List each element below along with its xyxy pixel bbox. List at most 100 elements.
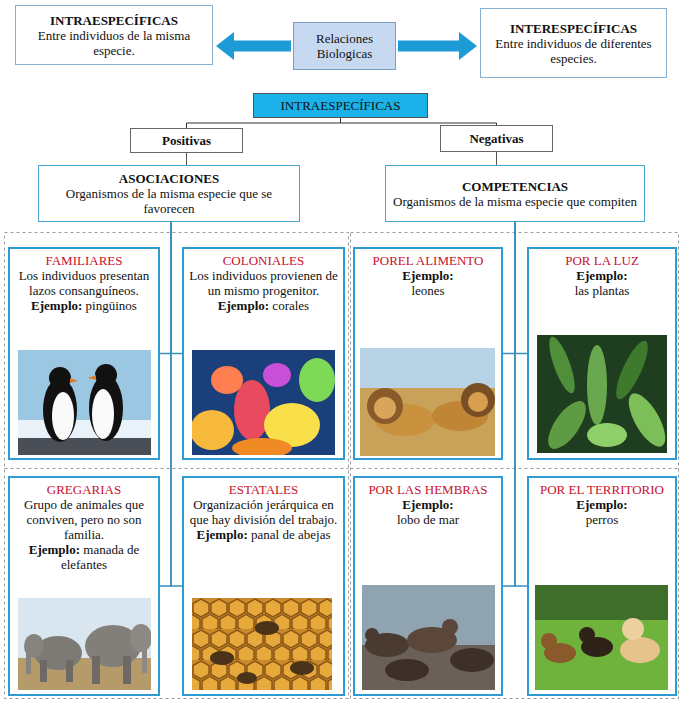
heading-text: COMPETENCIAS xyxy=(392,179,638,194)
example-value: pingüinos xyxy=(86,298,137,313)
block-arrow xyxy=(216,32,291,60)
relation-card: POR LA LUZEjemplo:las plantas xyxy=(527,247,677,460)
lion-photo xyxy=(360,348,495,456)
card-text: GREGARIASGrupo de animales que conviven,… xyxy=(15,482,153,572)
connector-path xyxy=(496,152,497,165)
connector-path xyxy=(503,222,515,586)
connector-path xyxy=(515,222,527,354)
coral-photo xyxy=(192,350,335,455)
elephant-photo xyxy=(18,598,151,690)
card-title: ESTATALES xyxy=(189,482,338,497)
example-value: perros xyxy=(534,512,670,527)
card-title: COLONIALES xyxy=(189,253,338,268)
heading-text: ASOCIACIONES xyxy=(45,171,293,186)
connector-path xyxy=(234,41,291,52)
card-title: POR EL TERRITORIO xyxy=(534,482,670,497)
branch-box: INTRAESPECÍFICAS xyxy=(253,93,428,118)
relation-card: COLONIALESLos individuos provienen de un… xyxy=(182,247,345,460)
example-row: Ejemplo:panal de abejas xyxy=(189,527,338,542)
card-title: POR LA LUZ xyxy=(534,253,670,268)
plants-photo xyxy=(537,335,667,453)
dogs-photo xyxy=(535,585,668,690)
example-label: Ejemplo: xyxy=(360,268,496,283)
card-body: Los individuos presentan lazos consanguí… xyxy=(15,268,153,298)
connector-line xyxy=(503,222,515,586)
honeycomb-photo xyxy=(192,598,332,690)
connector-path xyxy=(160,222,171,354)
connector-path xyxy=(160,222,171,586)
connector-line xyxy=(503,222,515,354)
block-arrow xyxy=(398,32,477,60)
group-box: COMPETENCIASOrganismos de la misma espec… xyxy=(385,165,645,222)
card-text: POREL ALIMENTOEjemplo:leones xyxy=(360,253,496,298)
connector-line xyxy=(171,222,182,354)
arrow-head xyxy=(216,32,234,60)
body-text: Entre individuos de la misma especie. xyxy=(22,28,206,58)
card-text: POR LA LUZEjemplo:las plantas xyxy=(534,253,670,298)
connector-path xyxy=(187,118,341,128)
card-text: POR LAS HEMBRASEjemplo:lobo de mar xyxy=(360,482,496,527)
arrow-head xyxy=(459,32,477,60)
card-title: POREL ALIMENTO xyxy=(360,253,496,268)
body-text: Organismos de la misma especie que compi… xyxy=(392,194,638,209)
card-body: Grupo de animales que conviven, pero no … xyxy=(15,497,153,542)
penguin-photo xyxy=(18,350,151,455)
example-label: Ejemplo: xyxy=(31,298,82,313)
sea-lion-photo xyxy=(362,585,495,690)
relation-card: POR LAS HEMBRASEjemplo:lobo de mar xyxy=(353,476,503,696)
relation-card: ESTATALESOrganización jerárquica en que … xyxy=(182,476,345,696)
example-row: Ejemplo: pingüinos xyxy=(15,298,153,313)
root-box: Relaciones Biologicas xyxy=(293,22,396,70)
group-box: ASOCIACIONESOrganismos de la misma espec… xyxy=(38,165,300,222)
example-label: Ejemplo: xyxy=(360,497,496,512)
connector-line xyxy=(515,222,527,354)
label-text: Positivas xyxy=(137,133,236,148)
connector-line xyxy=(341,118,497,125)
connector-path xyxy=(398,41,459,52)
example-row: Ejemplo:manada de elefantes xyxy=(15,542,153,572)
connector-path xyxy=(503,222,515,354)
card-body: Organización jerárquica en que hay divis… xyxy=(189,497,338,527)
connector-line xyxy=(186,153,187,165)
category-box: INTERESPECÍFICASEntre individuos de dife… xyxy=(480,8,667,78)
connector-path xyxy=(186,153,187,165)
connector-path xyxy=(171,222,182,354)
connector-path xyxy=(515,222,527,586)
connector-line xyxy=(160,222,171,354)
category-box: INTRAESPECÍFICASEntre individuos de la m… xyxy=(15,5,213,65)
body-text: Organismos de la misma especie que se fa… xyxy=(45,186,293,216)
polarity-box: Negativas xyxy=(440,125,553,152)
label-text: Relaciones Biologicas xyxy=(300,31,389,61)
polarity-box: Positivas xyxy=(130,128,243,153)
relation-card: POREL ALIMENTOEjemplo:leones xyxy=(353,247,503,460)
card-text: FAMILIARESLos individuos presentan lazos… xyxy=(15,253,153,313)
example-label: Ejemplo: xyxy=(534,497,670,512)
label-text: INTRAESPECÍFICAS xyxy=(258,98,423,113)
label-text: Negativas xyxy=(447,131,546,146)
connector-line xyxy=(496,152,497,165)
example-label: Ejemplo: xyxy=(218,298,269,313)
heading-text: INTERESPECÍFICAS xyxy=(487,21,660,36)
connector-line xyxy=(187,118,341,128)
connector-line xyxy=(515,222,527,586)
example-value: las plantas xyxy=(534,283,670,298)
card-body: Los individuos provienen de un mismo pro… xyxy=(189,268,338,298)
connector-line xyxy=(171,222,182,586)
example-label: Ejemplo: xyxy=(29,542,80,557)
card-title: FAMILIARES xyxy=(15,253,153,268)
card-title: POR LAS HEMBRAS xyxy=(360,482,496,497)
connector-path xyxy=(341,118,497,125)
card-title: GREGARIAS xyxy=(15,482,153,497)
relation-card: FAMILIARESLos individuos presentan lazos… xyxy=(8,247,160,460)
connector-line xyxy=(160,222,171,586)
card-text: COLONIALESLos individuos provienen de un… xyxy=(189,253,338,313)
example-value: leones xyxy=(360,283,496,298)
connector-path xyxy=(171,222,182,586)
relation-card: POR EL TERRITORIOEjemplo:perros xyxy=(527,476,677,696)
example-value: panal de abejas xyxy=(251,527,330,542)
card-text: POR EL TERRITORIOEjemplo:perros xyxy=(534,482,670,527)
card-text: ESTATALESOrganización jerárquica en que … xyxy=(189,482,338,542)
heading-text: INTRAESPECÍFICAS xyxy=(22,13,206,28)
relation-card: GREGARIASGrupo de animales que conviven,… xyxy=(8,476,160,696)
